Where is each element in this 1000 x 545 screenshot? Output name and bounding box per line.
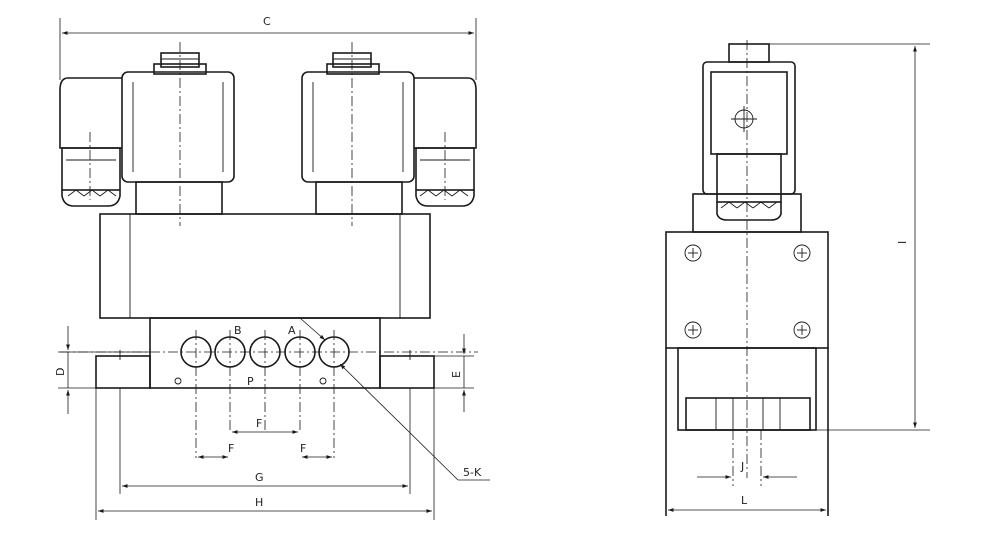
valve-body <box>99 213 431 319</box>
side-port-block <box>665 347 829 516</box>
right-mounting-flange <box>379 350 435 389</box>
dim-label-l: L <box>741 494 748 507</box>
port-label-p: P <box>247 375 254 388</box>
mounting-hole-right <box>319 377 327 385</box>
dimension-g: G <box>119 388 411 494</box>
mounting-hole-left <box>174 377 182 385</box>
dim-label-f-right: F <box>300 442 306 455</box>
side-screw-3 <box>684 321 702 339</box>
left-solenoid-coil <box>121 71 235 215</box>
dimension-f-left: F <box>198 442 234 459</box>
dim-label-j: J <box>740 460 744 473</box>
side-screw-2 <box>793 244 811 262</box>
dimension-f-top: F <box>232 417 298 434</box>
side-connector <box>702 61 796 221</box>
dim-label-f-left: F <box>228 442 234 455</box>
dimension-j: J <box>697 460 797 479</box>
callout-5k: 5-K <box>299 317 490 481</box>
right-coil-nut <box>326 52 380 75</box>
dim-label-c: C <box>263 15 271 28</box>
dimension-c: C <box>59 15 477 80</box>
side-top-nut <box>728 43 770 63</box>
front-view: B A P C D E <box>54 15 490 520</box>
dimension-i: I <box>769 43 930 431</box>
front-centerlines <box>60 42 478 458</box>
dim-label-i: I <box>896 241 909 244</box>
dimension-l: L <box>668 494 826 512</box>
dim-label-h: H <box>255 496 263 509</box>
side-view: I J L <box>665 40 930 516</box>
right-solenoid-coil <box>301 71 415 215</box>
port-label-a: A <box>288 324 296 337</box>
dim-label-g: G <box>255 471 264 484</box>
side-screw-4 <box>793 321 811 339</box>
side-screw-1 <box>684 244 702 262</box>
dim-label-f-top: F <box>256 417 262 430</box>
ports <box>174 336 350 385</box>
callout-label: 5-K <box>463 466 482 479</box>
dimension-f-right: F <box>300 442 332 459</box>
left-mounting-flange <box>95 350 151 389</box>
port-label-b: B <box>234 324 242 337</box>
left-connector <box>59 77 122 207</box>
dimension-e: E <box>434 334 474 412</box>
dimension-d: D <box>54 326 150 414</box>
dim-label-d: D <box>54 368 67 376</box>
dim-label-e: E <box>450 371 463 378</box>
dimension-h: H <box>95 388 435 520</box>
